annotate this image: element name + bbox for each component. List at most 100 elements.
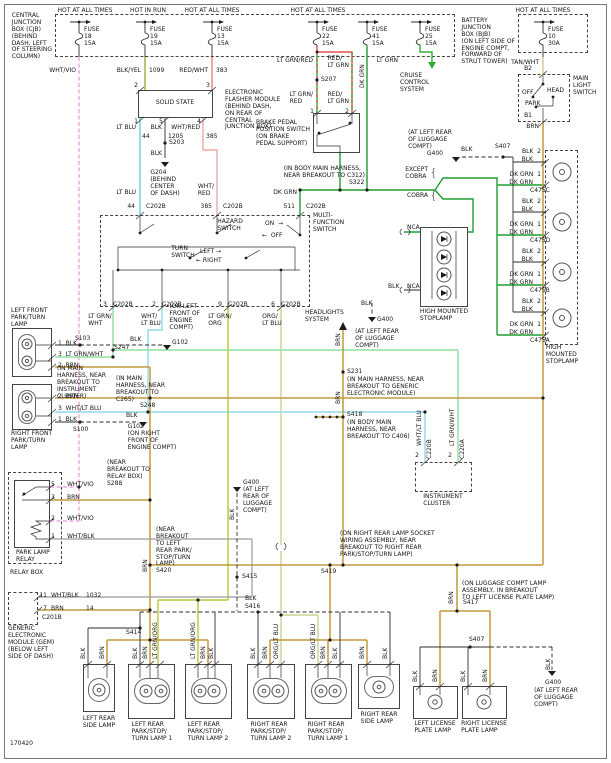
wire-label: 2 [152,301,156,308]
wire-label: ← RIGHT [196,257,222,264]
wire-label: BRN [482,669,489,682]
wire-label: HOT AT ALL TIMES [290,7,346,14]
wire-label: C202B [228,301,248,308]
wire-label: G102 [172,339,189,346]
led-rails [431,231,457,299]
wire-label: BRN [335,391,342,404]
wire-label: LT GRN/RED [277,57,313,64]
wire-label: S203 [169,139,185,146]
main-light-switch-label: MAIN LIGHT SWITCH [573,75,597,96]
wire-label: BLK 2 [521,198,541,205]
wire-label: (IN MAIN HARNESS, NEAR BREAKOUT TO C265) [116,375,166,403]
wire-label: 1205 [168,133,184,140]
wire-label: BLK [460,670,467,682]
wire-lt-grn [419,46,433,62]
bpp-switch-internals [316,113,353,153]
left-license-plate-lamp [413,686,458,719]
wire-label: (AT LEFT REAR OF LUGGAGE COMPT) [408,129,452,150]
wire-label: BRN [526,123,539,130]
ground-icons [139,157,556,676]
page-border [4,4,607,759]
splice-dots [22,20,555,649]
wire-label: DK GRN [509,329,533,336]
left-rear-park-stop-turn-lamp-1 [128,664,175,719]
wire-label: S407 [495,143,511,150]
wire-label: S231 [347,368,363,375]
flasher-label: ELECTRONIC FLASHER MODULE (BEHIND DASH, … [225,89,281,131]
wire-label: FUSE 10 30A [548,26,564,47]
wire-label: WHT/RED [171,124,200,131]
wire-label: COBRA [406,192,428,199]
wire-label: LEFT LICENSE PLATE LAMP [414,720,456,734]
wire-label: 1 [134,118,138,125]
wire-label: FUSE 19 15A [150,26,166,47]
wire-label: BLK 2 [521,248,541,255]
wire-label: BLK 2 [521,148,541,155]
rf-lamp-lens [18,390,36,424]
hms-label: HIGH MOUNTED STOPLAMP [545,344,579,365]
wire-label: WHT/VIO [67,515,94,522]
wire-label: C201B [42,614,62,621]
wire-label: 6 [271,301,275,308]
wire-label: DK GRN [509,179,533,186]
wire-label: 1032 [86,592,102,599]
wire-label: (IN MAIN HARNESS, NEAR BREAKOUT TO GENER… [347,376,425,397]
hms-cobra-label: HIGH MOUNTED STOPLAMP [419,308,469,322]
wire-label: DK GRN [359,64,366,88]
wire-label: LEFT REAR PARK/STOP/ TURN LAMP 1 [131,721,173,742]
relay-box [8,472,62,564]
wire-label: HEADLIGHTS SYSTEM [305,309,344,323]
wire-label: BLK/YEL [116,67,141,74]
wire-label: BLK [126,412,138,419]
wire-label: BLK [521,256,533,263]
cluster-label: INSTRUMENT CLUSTER [423,493,463,507]
wire-label: 385 [206,133,218,140]
wire-label: 1 [310,108,314,115]
wire-label: S100 [73,426,89,433]
wire-label: BLK [332,647,339,659]
park-lamp-relay-label: PARK LAMP RELAY [16,549,50,563]
wire-label: S418 [347,411,363,418]
led-icons [436,231,452,301]
wire-label: RED/ LT GRN [327,91,349,105]
wire-label: 1 BLK [58,416,78,423]
wire-label: 3 LT GRN/WHT [58,351,104,358]
wire-label: BLK [388,283,400,290]
wire-label: 2 [51,515,55,522]
wire-label: BLK [229,508,236,520]
wire-label: { [430,166,437,179]
wire-label: 511 [283,203,295,210]
rr2-lens [253,678,289,704]
wire-label: BRN [200,646,207,659]
wire-label: LT BLU [116,124,136,131]
wire-label: DK GRN 1 [509,171,541,178]
lf-lamp-lens [18,334,36,370]
wire-label: HOT IN RUN [129,7,167,14]
wire-label: S407 [469,636,485,643]
wire-label: C202B [223,203,243,210]
led-diode-icons [441,236,447,296]
wire-label: BRN [142,559,149,572]
wire-label: B2 [524,65,532,72]
wire-label: WHT/VIO [49,67,76,74]
wire-label: G400 (AT LEFT REAR OF LUGGAGE COMPT) [243,479,273,514]
right-rear-side-lamp [358,664,400,709]
wire-label: BRN [359,646,366,659]
wire-label: S419 [321,568,337,575]
wire-label: C202B [113,301,133,308]
fuse-icons [74,32,548,57]
wire-label: LT GRN/ORG [152,622,159,659]
wire-label: WHT/BLK [51,592,79,599]
wire-label: LEFT → [200,248,222,255]
wire-label: BLK [361,300,373,307]
lf-lamp-label: LEFT FRONT PARK/TURN LAMP [11,307,48,328]
wire-label: WHT/ LT BLU [141,313,161,327]
cruise-arrow-icon [428,62,436,69]
wire-label: 2 BRN [58,393,79,400]
wire-label: C220B [426,439,433,459]
wire-label: DK GRN [509,279,533,286]
wire-label: 5 [51,481,55,488]
wire-label: 2 [134,82,138,89]
wire-label: (IN MAIN HARNESS, NEAR BREAKOUT TO INSTR… [57,365,107,400]
